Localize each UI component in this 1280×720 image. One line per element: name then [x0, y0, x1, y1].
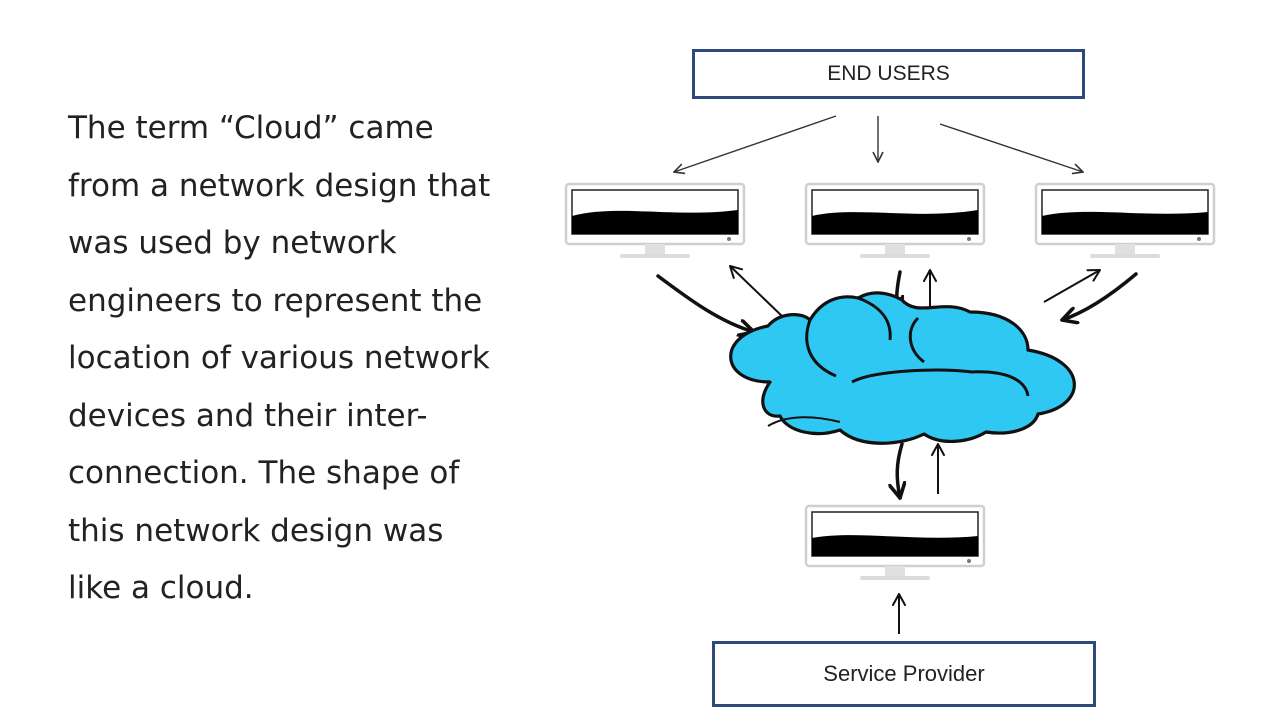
body-line: engineers to represent the [68, 282, 483, 319]
body-line: location of various network [68, 340, 490, 376]
body-line: this network design was [68, 512, 444, 549]
end-users-arrows [674, 115, 1083, 172]
body-line: like a cloud. [68, 570, 254, 606]
body-line: was used by network [68, 225, 397, 261]
cloud-icon [729, 291, 1076, 445]
body-line: devices and their inter- [68, 397, 428, 434]
end-users-label: END USERS [827, 62, 950, 85]
monitor-right-icon [1034, 182, 1216, 258]
monitor-provider-icon [804, 504, 986, 580]
body-text: The term “Cloud” came from a network des… [68, 100, 538, 618]
service-provider-label: Service Provider [823, 661, 985, 686]
end-users-box: END USERS [692, 49, 1085, 99]
monitor-cloud-arrows [656, 265, 1138, 332]
cloud-provider-arrows [897, 442, 945, 498]
diagram-graphics [564, 115, 1216, 634]
service-provider-box: Service Provider [712, 641, 1096, 707]
body-line: connection. The shape of [68, 455, 460, 491]
monitor-middle-icon [804, 182, 986, 258]
body-line: The term “Cloud” came [68, 110, 434, 146]
body-line: from a network design that [68, 167, 491, 204]
monitor-left-icon [564, 182, 746, 258]
cloud-network-diagram: END USERS Service Provider [540, 30, 1260, 720]
